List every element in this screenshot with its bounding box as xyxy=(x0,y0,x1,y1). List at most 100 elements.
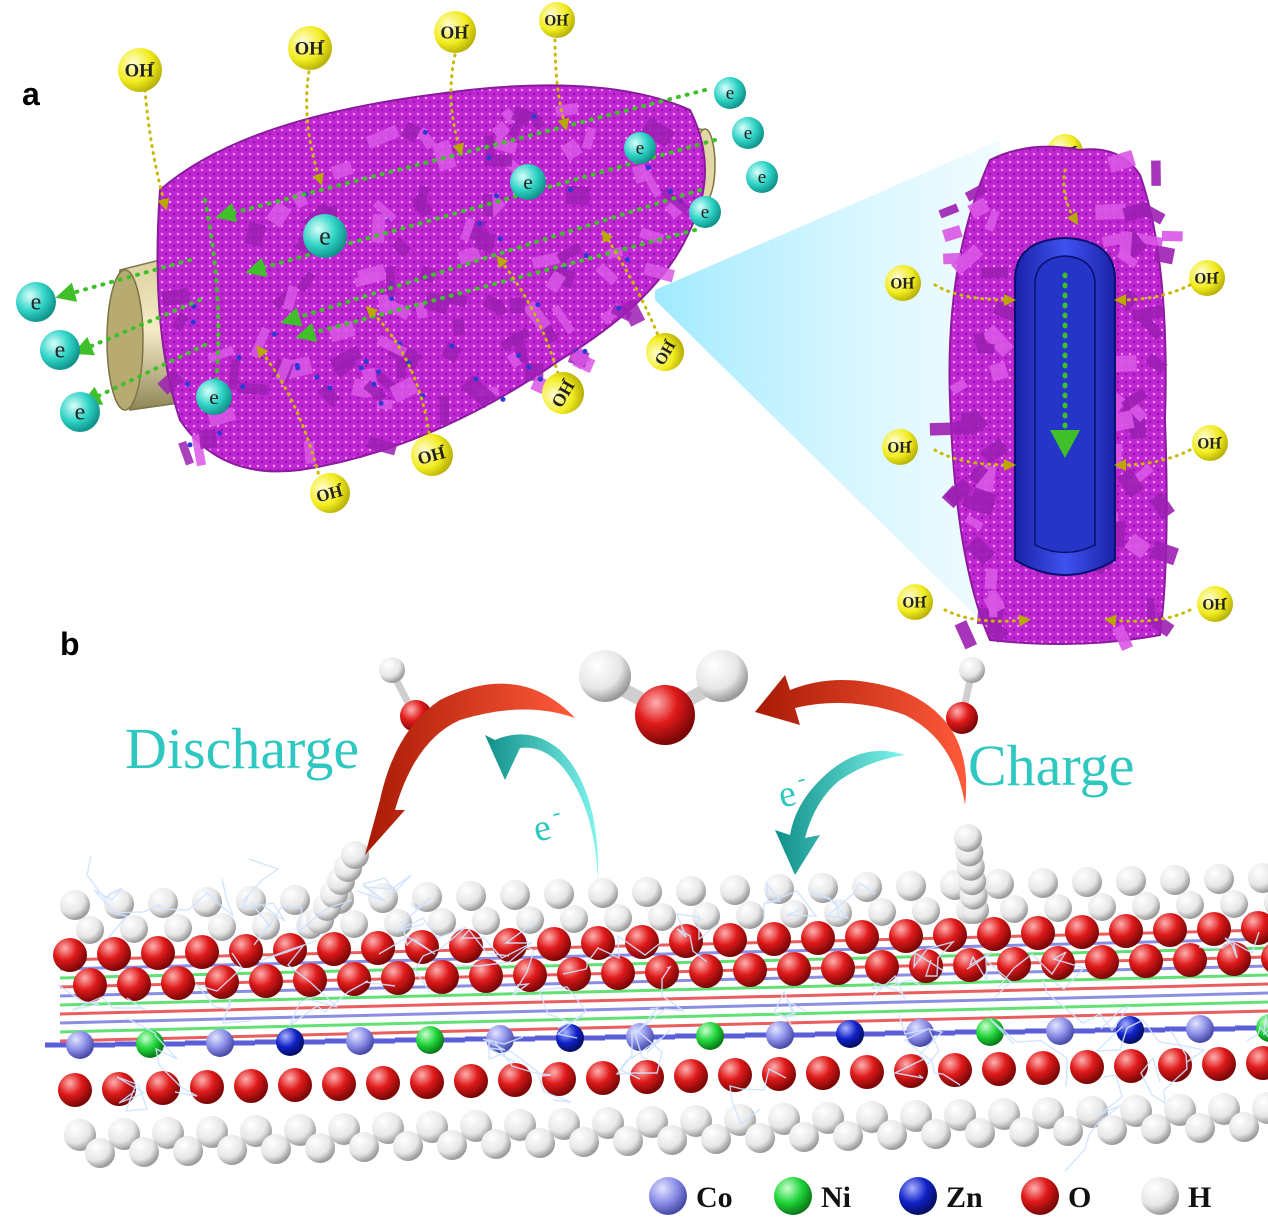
legend-swatch xyxy=(649,1177,687,1215)
legend-label: O xyxy=(1068,1181,1091,1214)
nanosheet xyxy=(461,374,496,409)
charge-electron-arrow xyxy=(775,750,905,875)
nanosheet xyxy=(329,345,363,372)
charge-red-arrow xyxy=(755,675,967,805)
nanosheet xyxy=(507,108,531,139)
legend-swatch xyxy=(899,1177,937,1215)
nanosheet xyxy=(244,221,266,247)
svg-text:OH: OH xyxy=(1194,270,1218,287)
core-dot xyxy=(624,256,630,262)
nanosheet xyxy=(1149,540,1179,566)
nanosheet xyxy=(296,270,316,293)
nanosheet xyxy=(1116,468,1145,498)
legend-item-zn: Zn xyxy=(899,1177,983,1215)
core-electron-arrow xyxy=(1050,430,1080,458)
nanosheet xyxy=(500,327,531,352)
nanosheet xyxy=(973,332,989,354)
nanosheet xyxy=(396,358,405,379)
nanosheet xyxy=(410,192,434,218)
core-dot xyxy=(494,193,500,199)
nanosheet xyxy=(971,487,997,506)
svg-text:-: - xyxy=(1223,590,1227,604)
core-dot xyxy=(314,374,320,380)
electron: e xyxy=(16,282,56,322)
hydroxide-ion: OH- xyxy=(897,584,933,620)
nanosheet xyxy=(551,304,576,335)
nanosheet xyxy=(474,229,497,254)
nanosheet xyxy=(984,568,999,590)
nanosheet xyxy=(942,252,962,265)
nanosheet xyxy=(988,361,1009,382)
svg-text:OH: OH xyxy=(890,275,914,292)
hydroxide-ion: OH- xyxy=(539,2,575,38)
panel-a: a xyxy=(16,2,1233,652)
electron: e xyxy=(714,77,746,109)
svg-text:-: - xyxy=(923,588,927,602)
core-dot xyxy=(537,376,543,382)
core-dot xyxy=(187,442,193,448)
nanosheet xyxy=(431,139,457,172)
nanosheet xyxy=(439,395,450,426)
core-dot xyxy=(583,253,589,259)
nanosheet xyxy=(509,297,526,314)
nanosheet xyxy=(440,341,462,363)
nanosheet xyxy=(1118,231,1133,259)
core-dot xyxy=(185,381,191,387)
core-dot xyxy=(406,360,412,366)
electron: e xyxy=(689,196,721,228)
nanosheet xyxy=(967,197,991,220)
nanosheet xyxy=(1095,203,1127,220)
nanosheet xyxy=(1149,491,1175,520)
svg-text:e: e xyxy=(636,138,645,159)
svg-text:-: - xyxy=(656,333,671,344)
svg-text:OH: OH xyxy=(440,22,468,42)
electron: e xyxy=(60,392,100,432)
panel-label-b: b xyxy=(60,626,80,662)
discharge-electron-arrow xyxy=(485,734,599,880)
svg-text:-: - xyxy=(464,17,469,33)
nanosheet xyxy=(965,535,996,566)
electron: e xyxy=(196,379,232,415)
legend-swatch xyxy=(774,1177,812,1215)
svg-text:-: - xyxy=(794,765,808,792)
nanosheet xyxy=(640,116,675,148)
nanosheet xyxy=(228,359,240,390)
nanosheet xyxy=(643,262,675,283)
nanosheet xyxy=(964,514,984,531)
nanosheet xyxy=(363,380,387,403)
core-dot xyxy=(371,381,377,387)
nanosheet xyxy=(171,312,190,332)
nanosheet xyxy=(366,436,398,456)
svg-text:-: - xyxy=(335,476,344,492)
core-dot xyxy=(535,302,541,308)
nanosheet xyxy=(161,287,190,307)
svg-text:e: e xyxy=(209,385,219,409)
nanosheet xyxy=(317,383,341,407)
svg-text:-: - xyxy=(911,269,915,283)
svg-text:OH: OH xyxy=(887,439,911,456)
nanosheet xyxy=(981,324,1014,358)
nanosheet xyxy=(569,347,592,370)
panel-label-a: a xyxy=(22,76,40,112)
electron: e xyxy=(624,132,656,164)
svg-text:-: - xyxy=(150,54,155,71)
core-dot xyxy=(422,129,428,135)
nanosheet xyxy=(527,109,546,131)
svg-text:-: - xyxy=(908,433,912,447)
nanosheet xyxy=(328,320,356,343)
nanosheet xyxy=(938,203,960,219)
hydroxide-molecule-right xyxy=(946,657,985,734)
hydroxide-ion: OH- xyxy=(882,429,918,465)
nanosheet xyxy=(531,251,561,269)
nanosheet xyxy=(372,199,397,223)
nanosheet xyxy=(954,620,977,650)
nanosheet xyxy=(371,213,386,244)
electron: e xyxy=(40,330,80,370)
core-dot xyxy=(516,353,522,359)
nanosheet xyxy=(1113,355,1137,373)
zoom-beam xyxy=(655,140,1000,640)
core-dot xyxy=(240,384,246,390)
ldh-lattice-slab xyxy=(45,863,1268,1168)
nanosheet xyxy=(560,138,583,162)
